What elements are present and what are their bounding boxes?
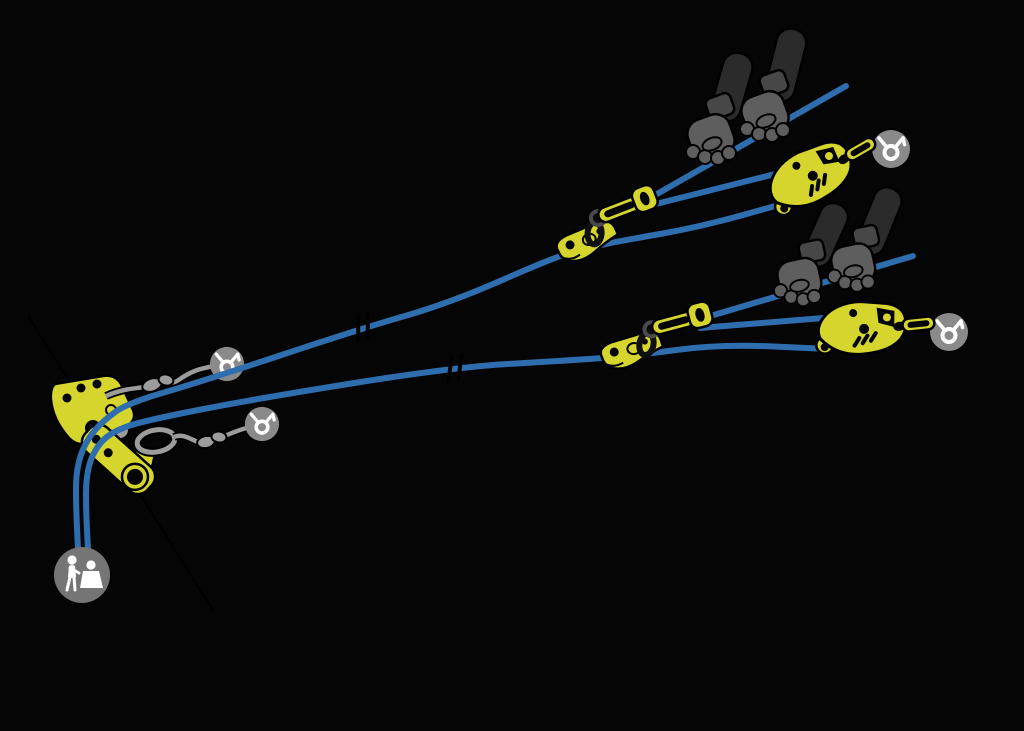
- edge-rigging-station: [49, 362, 252, 501]
- upper-haul-rope: [647, 83, 849, 201]
- lower-anchor-sling: [132, 423, 252, 457]
- lower-right-anchor-icon: [928, 311, 970, 353]
- lower-left-anchor-icon: [243, 405, 281, 443]
- lower-return-rope: [697, 314, 839, 331]
- rescuer-with-litter-icon: [52, 545, 112, 605]
- upper-right-anchor-icon: [870, 128, 912, 170]
- upper-anchor-sling: [104, 362, 215, 400]
- lower-anchor-pulley: [814, 297, 939, 363]
- rope-break-mark: [446, 353, 464, 383]
- rope-break-mark: [356, 311, 370, 343]
- upper-anchor-pulley: [758, 124, 891, 219]
- upper-return-rope: [645, 169, 786, 209]
